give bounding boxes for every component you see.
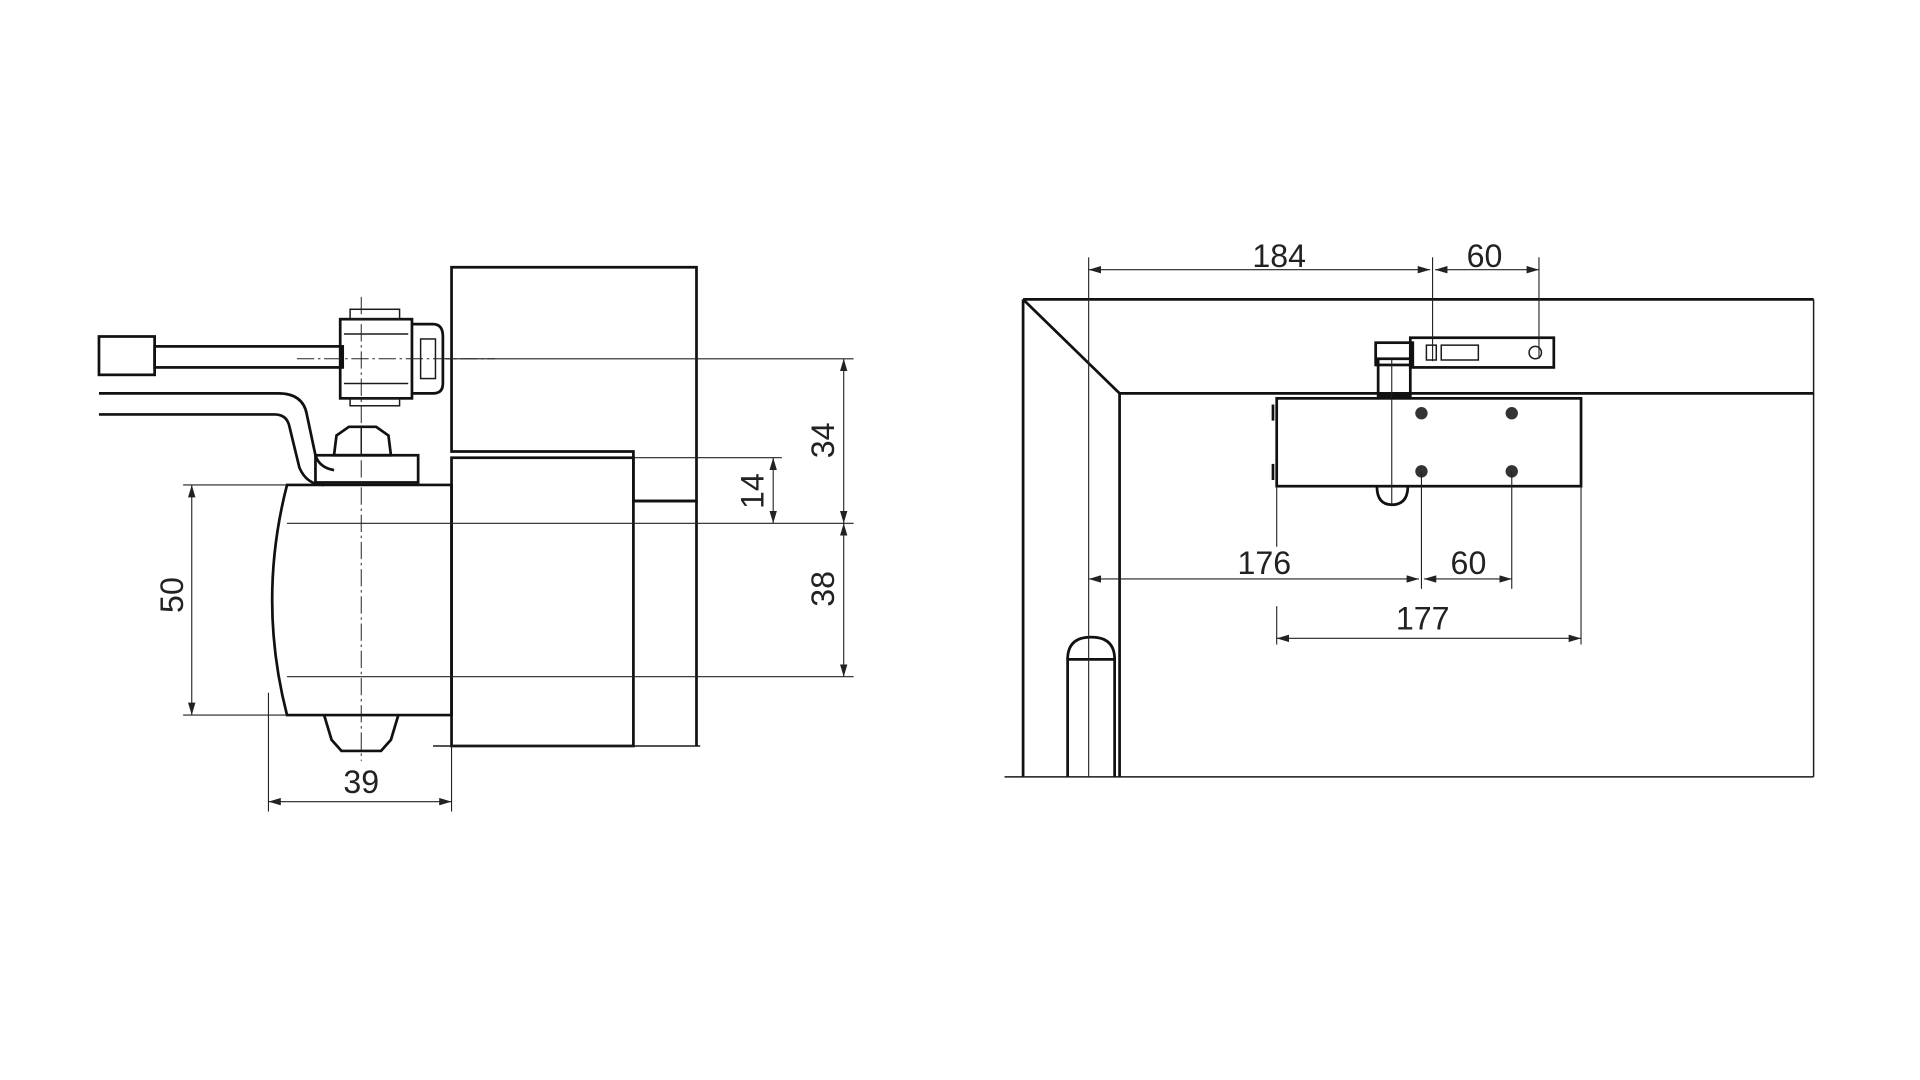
door-section: [450, 456, 635, 748]
frame-section: [450, 265, 698, 503]
hinge: [1066, 635, 1116, 777]
dim-label-38: 38: [805, 571, 841, 607]
closer-arm: [97, 308, 445, 487]
closer-arm-front: [1374, 336, 1556, 398]
front-view: 184 60 176 60 177: [1004, 238, 1815, 778]
dim-label-50: 50: [154, 577, 190, 613]
mounting-hole-icon: [1415, 407, 1518, 478]
dim-label-39: 39: [343, 764, 379, 800]
door-closer-front: [1271, 396, 1583, 507]
door-closer-body: [270, 483, 453, 753]
door-frame: [1004, 298, 1815, 778]
side-view: 34 14 38 50 39: [97, 265, 854, 812]
dim-label-60-bottom: 60: [1451, 545, 1487, 581]
dim-label-176: 176: [1238, 545, 1292, 581]
dim-label-177: 177: [1396, 601, 1450, 637]
dim-label-14: 14: [734, 473, 770, 509]
dim-label-60-top: 60: [1467, 238, 1503, 274]
dim-label-34: 34: [805, 423, 841, 459]
dim-label-184: 184: [1252, 238, 1306, 274]
